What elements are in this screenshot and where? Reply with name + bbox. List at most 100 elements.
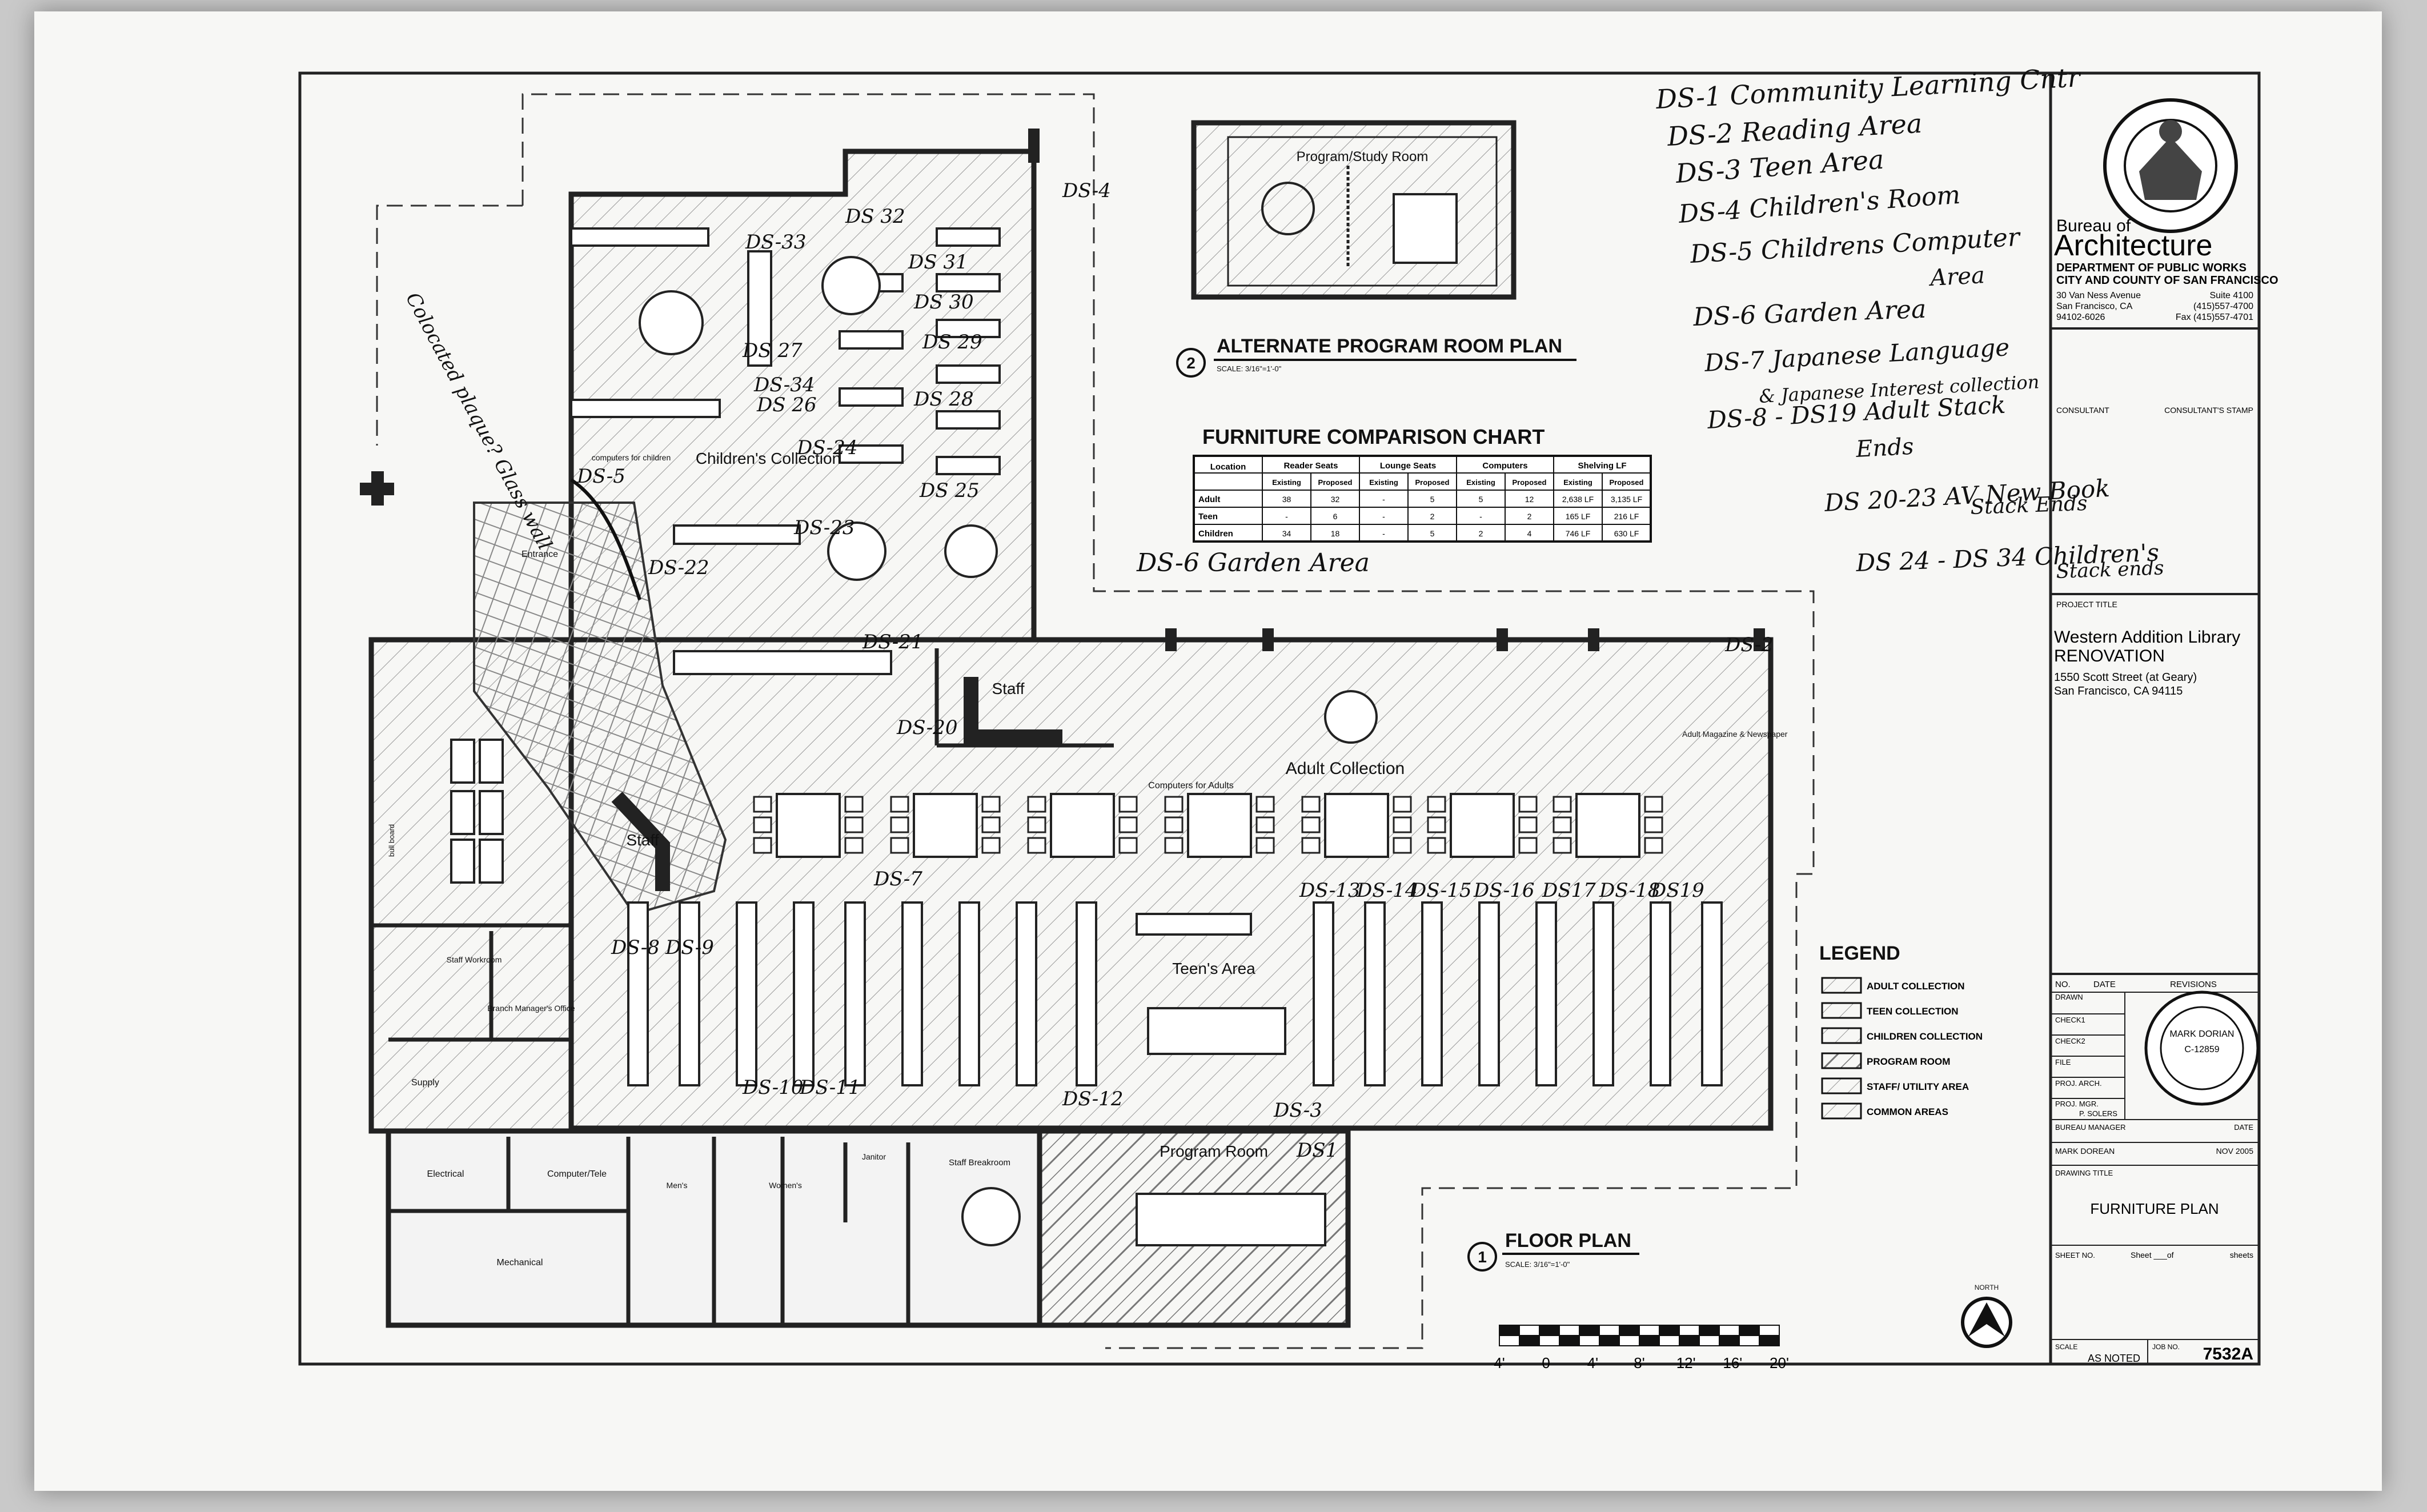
adult-stack — [1701, 901, 1723, 1086]
label-staff-desk: Staff — [992, 680, 1024, 697]
chart-cell: 216 LF — [1614, 512, 1639, 521]
scale-segment — [1579, 1325, 1600, 1336]
handwritten-tag: DS-2 — [1724, 633, 1774, 656]
new-books-shelf — [673, 650, 892, 675]
chair — [1518, 796, 1538, 813]
scale-segment — [1759, 1325, 1780, 1336]
tb-proj-mgr: PROJ. MGR. — [2055, 1100, 2099, 1108]
chart-cell: 5 — [1430, 495, 1435, 504]
chair — [981, 796, 1001, 813]
handwritten-line: Area — [1927, 262, 1985, 291]
adult-stack — [1313, 901, 1334, 1086]
label-computer-tele: Computer/Tele — [547, 1169, 607, 1179]
handwritten-line: DS-7 Japanese Language — [1703, 333, 2010, 377]
chair — [1427, 796, 1446, 813]
legend-item: COMMON AREAS — [1867, 1106, 1948, 1117]
chart-row-label: Children — [1198, 529, 1233, 539]
handwritten-tag: DS-14 — [1356, 879, 1418, 902]
chair — [844, 816, 864, 833]
tb-job-no-label: JOB NO. — [2152, 1343, 2180, 1351]
title-block — [2049, 71, 2261, 1366]
floor-plan-scale: SCALE: 3/16"=1'-0" — [1505, 1260, 1570, 1269]
computer-table — [776, 793, 841, 858]
handwritten-line: Stack Ends — [1970, 492, 2088, 519]
chair — [1393, 816, 1412, 833]
chart-group-header: Shelving LF — [1578, 461, 1626, 471]
handwritten-tag: DS-3 — [1273, 1099, 1322, 1122]
av-shelf — [673, 524, 801, 545]
scale-segment — [1599, 1335, 1620, 1346]
title-block-content: Bureau of Architecture DEPARTMENT OF PUB… — [2051, 98, 2278, 1364]
scale-label: 8' — [1634, 1354, 1644, 1371]
handwritten-tag: DS-8 — [611, 936, 660, 959]
legend-swatch — [1821, 1027, 1862, 1044]
floor-plan-caption: 1 FLOOR PLAN SCALE: 3/16"=1'-0" — [1467, 1230, 1639, 1272]
chart-cell: 2,638 LF — [1562, 495, 1594, 504]
children-shelf — [936, 273, 1001, 292]
handwritten-tag: DS-16 — [1473, 879, 1535, 902]
scale-segment — [1599, 1325, 1620, 1336]
handwritten-line: DS-2 Reading Area — [1666, 108, 1923, 152]
north-label: NORTH — [1975, 1284, 1999, 1292]
label-entrance: Entrance — [521, 550, 558, 559]
chair — [1301, 837, 1321, 854]
tb-consultant: CONSULTANT — [2056, 406, 2109, 415]
handwritten-line: DS-3 Teen Area — [1674, 144, 1885, 189]
chart-cell: 2 — [1479, 529, 1483, 538]
tb-rev-revisions: REVISIONS — [2170, 980, 2217, 989]
tb-bureau-of: Bureau of — [2056, 216, 2131, 235]
chart-sub-header: Existing — [1466, 478, 1495, 487]
program-table — [1136, 1193, 1326, 1246]
handwritten-tag: DS-33 — [745, 231, 807, 254]
chair — [1393, 796, 1412, 813]
scale-label: 16' — [1723, 1354, 1742, 1371]
legend-item: TEEN COLLECTION — [1867, 1006, 1959, 1017]
scale-segment — [1539, 1335, 1560, 1346]
children-shelf — [839, 444, 904, 464]
glass-wall-line — [570, 478, 641, 600]
label-bulletin-board: bull board — [387, 824, 396, 857]
teen-table — [1147, 1007, 1286, 1055]
handwritten-garden-note: DS-6 Garden Area — [1136, 548, 1370, 577]
children-shelf — [936, 410, 1001, 430]
scale-segment — [1579, 1335, 1600, 1346]
room-labels: Children's Collection Adult Collection T… — [387, 450, 1788, 1268]
chair — [1518, 837, 1538, 854]
tb-project-title-2: RENOVATION — [2054, 647, 2165, 665]
scale-segment — [1659, 1335, 1680, 1346]
workstation — [450, 739, 475, 784]
scale-segment — [1619, 1325, 1640, 1336]
chair — [1118, 796, 1138, 813]
handwritten-tag: DS-22 — [648, 556, 709, 579]
handwritten-tag: DS-10 — [742, 1076, 804, 1099]
chart-row-label: Adult — [1198, 495, 1220, 504]
chair — [1255, 837, 1275, 854]
handwritten-tag: DS-20 — [896, 716, 958, 739]
label-staff-workroom: Staff Workroom — [447, 955, 502, 964]
handwritten-tag: DS19 — [1650, 879, 1704, 902]
adult-stack — [736, 901, 757, 1086]
chair — [1393, 837, 1412, 854]
alt-room-label: Program/Study Room — [1297, 149, 1429, 165]
label-branch-manager: Branch Manager's Office — [487, 1004, 575, 1013]
round-table — [944, 524, 998, 578]
tb-project-addr-1: 1550 Scott Street (at Geary) — [2054, 671, 2197, 684]
chart-cell: 18 — [1331, 529, 1340, 538]
scale-segment — [1759, 1335, 1780, 1346]
computer-table — [1187, 793, 1252, 858]
chart-cell: 3,135 LF — [1611, 495, 1642, 504]
tb-sheet-no: SHEET NO. — [2055, 1251, 2095, 1260]
chair — [1553, 796, 1572, 813]
adult-stack — [901, 901, 923, 1086]
handwritten-line: Stack ends — [2056, 556, 2164, 583]
handwritten-tag: DS 27 — [742, 339, 803, 362]
site-dashed-lines — [376, 93, 1815, 1349]
handwritten-tag: DS-9 — [665, 936, 714, 959]
chart-group-header: Location — [1210, 462, 1246, 472]
children-shelf — [570, 399, 721, 418]
staff-desk — [611, 792, 670, 891]
